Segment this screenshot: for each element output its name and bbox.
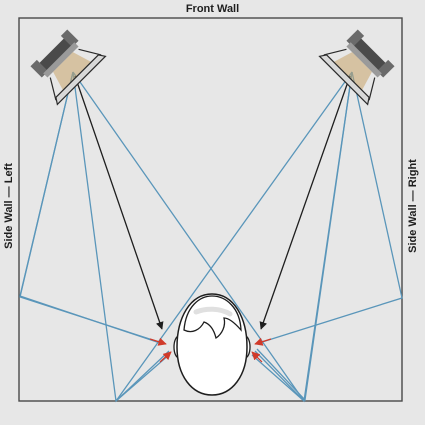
front-wall-label: Front Wall bbox=[185, 3, 240, 15]
left-speaker-cabinet bbox=[36, 35, 76, 75]
reflection-left-sidewall-to-left-ear bbox=[19, 71, 161, 344]
right-speaker-cone bbox=[333, 52, 372, 91]
direct-sound-right bbox=[259, 75, 351, 330]
reflection-right-backwall-to-right-ear-2 bbox=[256, 71, 353, 402]
side-wall-right-label: Side Wall — Right bbox=[407, 159, 419, 253]
reflection-right-sidewall-to-left-ear bbox=[258, 71, 403, 344]
arrival-left-2 bbox=[159, 351, 172, 363]
reflection-right-backwall-to-left-ear bbox=[115, 71, 353, 402]
reflection-arrivals bbox=[149, 337, 272, 363]
direct-sound-left bbox=[74, 75, 164, 330]
listener-head-icon bbox=[173, 293, 251, 396]
room-walls bbox=[18, 17, 403, 402]
left-speaker bbox=[30, 29, 107, 106]
arrival-right-2 bbox=[251, 351, 263, 363]
left-speaker-cone bbox=[53, 52, 92, 91]
arrival-right-1 bbox=[254, 337, 272, 346]
hair-outline bbox=[183, 295, 242, 340]
right-speaker-cabinet bbox=[349, 35, 389, 75]
right-speaker bbox=[318, 29, 395, 106]
side-wall-left-label: Side Wall — Left bbox=[3, 163, 15, 249]
reflection-paths bbox=[19, 71, 403, 403]
arrival-left-1 bbox=[149, 337, 167, 346]
reflection-left-backwall-to-left-ear bbox=[72, 71, 170, 403]
